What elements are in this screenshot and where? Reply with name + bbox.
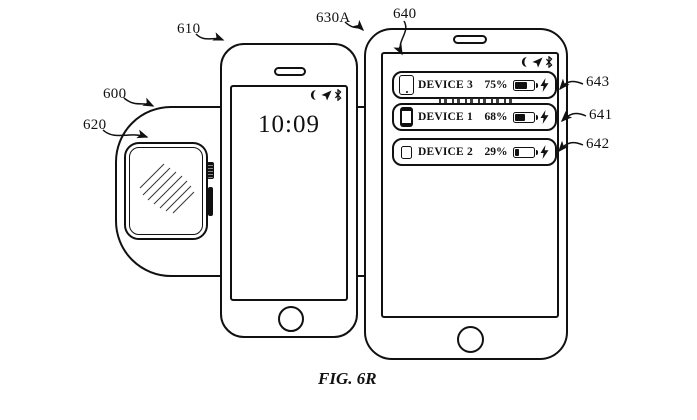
- lock-screen-clock: 10:09: [258, 111, 320, 138]
- watch-icon: [401, 145, 412, 159]
- location-arrow-icon: [321, 89, 332, 101]
- earpiece-speaker: [453, 35, 487, 44]
- bluetooth-icon: [545, 56, 553, 68]
- charging-bolt-icon: [540, 110, 549, 124]
- ref-label-642: 642: [586, 136, 610, 152]
- phone-icon: [400, 107, 413, 127]
- phone-right: DEVICE 3 75% DEVICE 1 68%: [364, 28, 568, 360]
- device-row-device-2: DEVICE 2 29%: [392, 138, 557, 166]
- earpiece-speaker: [274, 67, 306, 76]
- device-row-device-1: DEVICE 1 68%: [392, 103, 557, 131]
- phone-left: 10:09: [220, 43, 358, 338]
- battery-percent: 29%: [484, 146, 508, 158]
- ref-label-630A: 630A: [316, 10, 351, 26]
- battery-icon: [512, 111, 538, 123]
- tablet-icon: [399, 75, 414, 95]
- charging-bolt-icon: [540, 145, 549, 159]
- battery-percent: 68%: [484, 111, 508, 123]
- ref-label-640: 640: [393, 6, 417, 22]
- figure-caption: FIG. 6R: [318, 369, 377, 388]
- home-button: [457, 326, 484, 353]
- charging-bolt-icon: [540, 78, 549, 92]
- charging-status-screen: DEVICE 3 75% DEVICE 1 68%: [381, 52, 559, 318]
- moon-icon: [310, 90, 316, 100]
- smartwatch: [124, 142, 214, 240]
- battery-icon: [512, 146, 538, 158]
- battery-percent: 75%: [484, 79, 508, 91]
- glass-reflection-hatching: [139, 163, 195, 214]
- status-bar: [518, 56, 553, 68]
- bluetooth-icon: [334, 89, 342, 101]
- device-name: DEVICE 3: [418, 79, 473, 91]
- status-bar: [307, 89, 342, 101]
- ref-label-600: 600: [103, 86, 127, 102]
- ref-label-620: 620: [83, 117, 107, 133]
- location-arrow-icon: [532, 56, 543, 68]
- watch-crown: [207, 162, 214, 179]
- watch-screen: [129, 147, 203, 235]
- device-name: DEVICE 1: [418, 111, 473, 123]
- moon-icon: [521, 57, 527, 67]
- ref-label-610: 610: [177, 21, 201, 37]
- ref-label-643: 643: [586, 74, 610, 90]
- ref-label-641: 641: [589, 107, 613, 123]
- device-name: DEVICE 2: [418, 146, 473, 158]
- home-button: [278, 306, 304, 332]
- battery-icon: [512, 79, 538, 91]
- watch-side-button: [208, 187, 213, 216]
- device-row-device-3: DEVICE 3 75%: [392, 71, 557, 99]
- phone-left-screen: 10:09: [230, 85, 348, 301]
